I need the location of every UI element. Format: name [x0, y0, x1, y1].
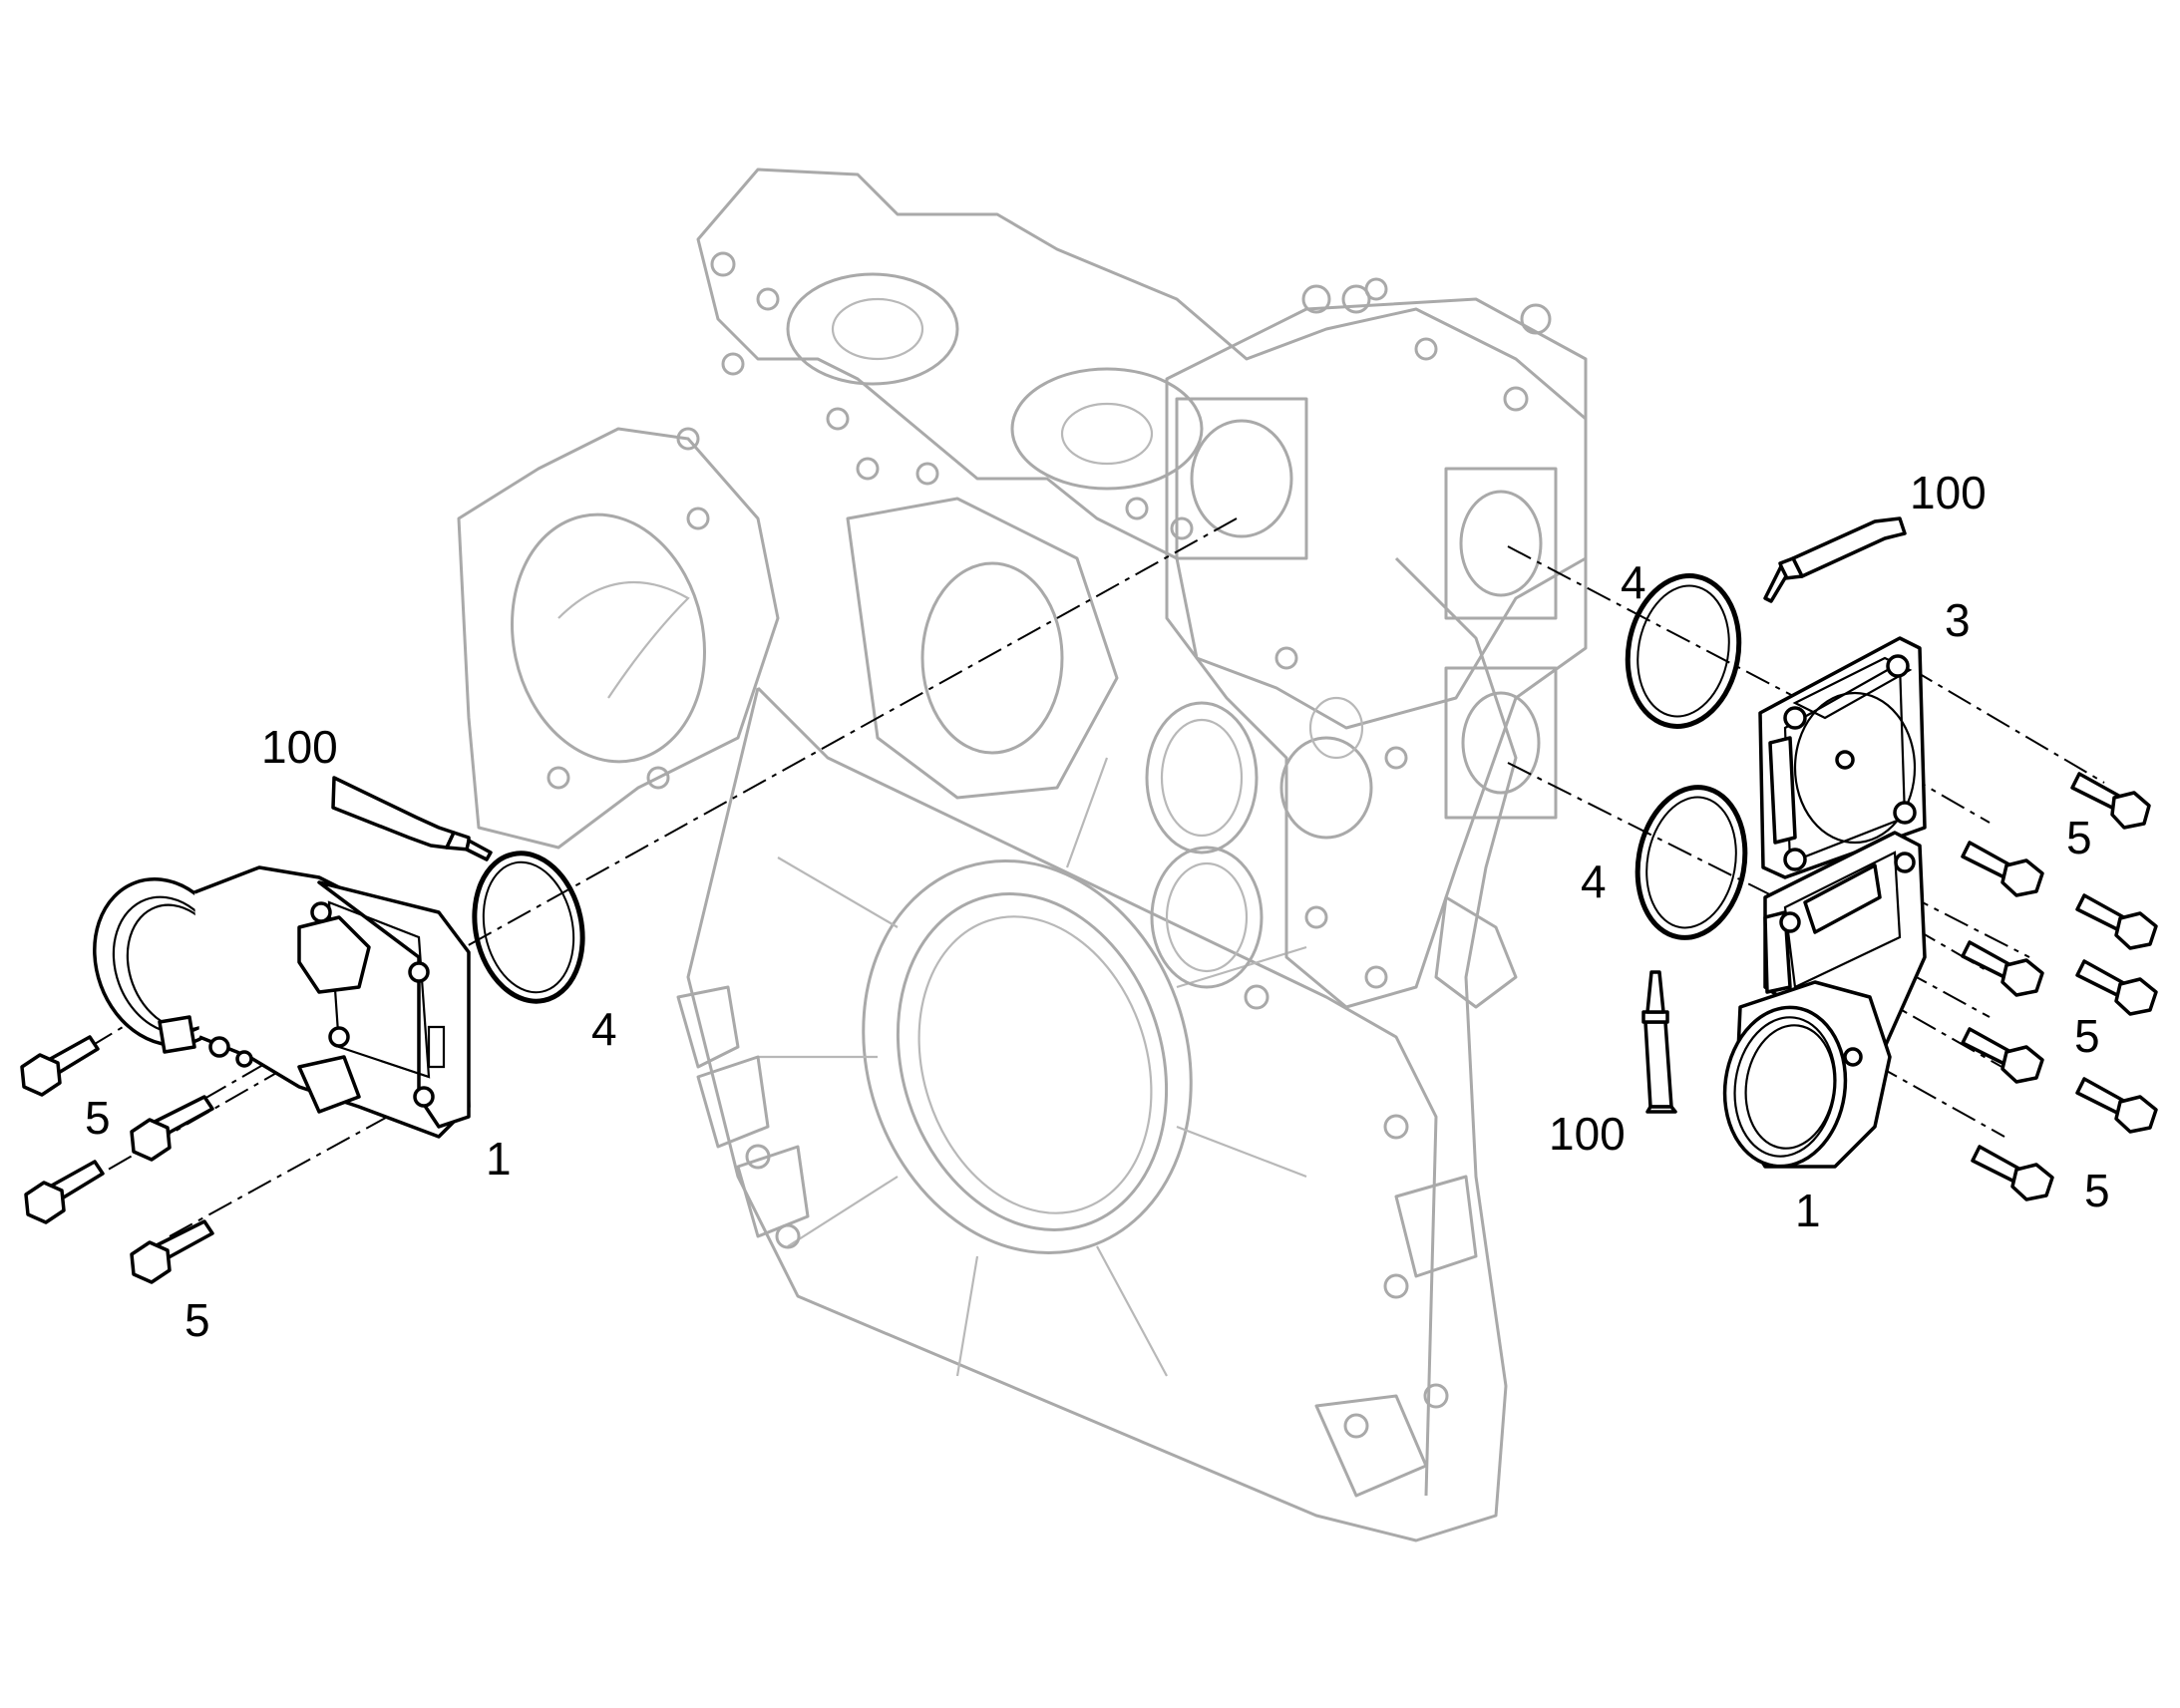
left-coolant-flange — [93, 865, 471, 1139]
callout-left-bolts-5-lower: 5 — [184, 1294, 210, 1346]
callout-right-bolts-5-upper: 5 — [2066, 812, 2092, 863]
left-bolts — [20, 1035, 214, 1284]
callout-right-o-ring-4-upper: 4 — [1621, 556, 1646, 608]
right-coolant-flange — [1722, 831, 1927, 1169]
right-cover-plate — [1758, 636, 1927, 879]
callout-labels: 100 4 5 1 5 100 4 3 5 4 5 100 1 5 — [85, 467, 2110, 1346]
callout-right-cover-3: 3 — [1945, 594, 1971, 646]
callout-left-o-ring-4: 4 — [591, 1003, 617, 1055]
right-bolt-4 — [1961, 940, 2044, 997]
right-bolt-6 — [1961, 1027, 2044, 1084]
right-bolt-3 — [2075, 893, 2158, 950]
callout-right-sealant-100-top: 100 — [1910, 467, 1987, 518]
callout-left-flange-1: 1 — [486, 1133, 512, 1185]
left-bolt-2 — [130, 1095, 214, 1162]
callout-left-sealant-100: 100 — [261, 721, 338, 773]
right-bolt-2 — [1961, 841, 2044, 897]
left-bolt-4 — [130, 1219, 214, 1284]
callout-right-flange-1: 1 — [1795, 1185, 1821, 1236]
callout-right-bolts-5-middle: 5 — [2074, 1010, 2100, 1062]
right-sealant-tube-top — [1763, 516, 1907, 603]
right-bolt-1 — [2070, 772, 2151, 830]
callout-right-o-ring-4-lower: 4 — [1581, 855, 1607, 907]
right-upper-o-ring — [1625, 573, 1742, 729]
right-bolt-8 — [1971, 1145, 2054, 1201]
right-bolt-7 — [2075, 1077, 2158, 1134]
right-lower-o-ring — [1635, 785, 1748, 940]
callout-right-bolts-5-lower: 5 — [2084, 1165, 2110, 1216]
callout-left-bolts-5-upper: 5 — [85, 1092, 111, 1144]
right-bolts — [1961, 772, 2158, 1201]
left-bolt-3 — [24, 1160, 105, 1224]
callout-right-sealant-100-bottom: 100 — [1549, 1108, 1626, 1160]
left-bolt-1 — [20, 1035, 100, 1097]
right-sealant-tube-bottom — [1641, 970, 1677, 1114]
left-o-ring — [472, 851, 585, 1004]
right-bolt-5 — [2075, 959, 2158, 1016]
timing-case-housing — [457, 168, 1588, 1542]
left-sealant-tube — [331, 776, 493, 861]
